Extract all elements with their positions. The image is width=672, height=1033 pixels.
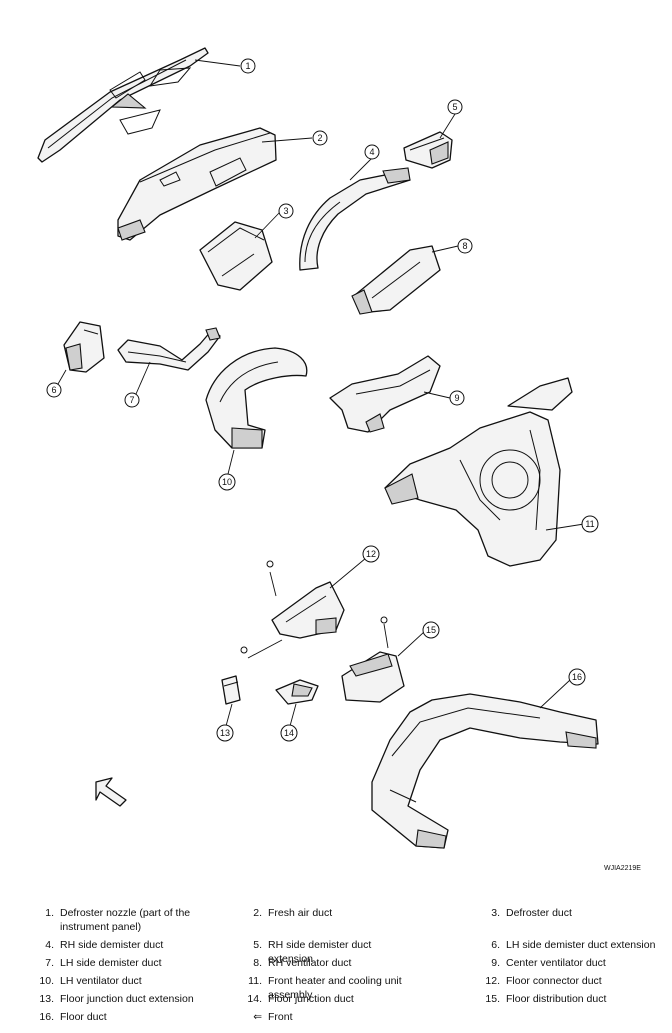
legend-text: RH side demister duct — [60, 939, 164, 951]
legend-number: 14. — [247, 993, 262, 1005]
legend-text: Floor junction duct — [268, 993, 354, 1005]
legend-number: 12. — [485, 975, 500, 987]
callout-label: 13 — [220, 728, 230, 738]
part-heater-cooling-unit — [384, 377, 573, 567]
callout-4: 4 — [364, 144, 380, 160]
legend-text: Defroster duct — [506, 907, 572, 919]
exploded-duct-diagram: 1 2 3 4 5 6 7 8 9 10 11 12 13 14 15 16 W… — [37, 47, 641, 872]
legend-number: 2. — [253, 907, 262, 919]
callout-label: 5 — [452, 102, 457, 112]
callout-14: 14 — [280, 724, 298, 742]
leader-lines — [57, 59, 585, 727]
front-arrow-icon — [95, 777, 127, 807]
part-floor-distribution-duct — [341, 616, 405, 703]
legend-text: Floor duct — [60, 1011, 107, 1023]
part-floor-junction-duct-extension — [221, 675, 241, 705]
legend-number: 5. — [253, 939, 262, 951]
figure-id-label: WJIA2219E — [604, 865, 641, 872]
callout-label: 7 — [129, 395, 134, 405]
legend-text: LH side demister duct — [60, 957, 162, 969]
part-rh-side-demister-duct — [299, 167, 411, 271]
legend-number: 7. — [45, 957, 54, 969]
legend-text: Floor connector duct — [506, 975, 602, 987]
callout-12: 12 — [362, 545, 380, 563]
callout-label: 12 — [366, 549, 376, 559]
legend-number: 11. — [248, 975, 262, 987]
part-lh-side-demister-duct — [117, 327, 221, 371]
legend-text: RH side demister duct extension — [268, 939, 372, 965]
legend-text: Front — [268, 1011, 293, 1023]
legend-text: Front heater and cooling unit assembly — [268, 975, 402, 1001]
legend-text: Floor junction duct extension — [60, 993, 194, 1005]
legend-number: ⇐ — [253, 1011, 262, 1023]
legend-text: RH ventilator duct — [268, 957, 352, 969]
part-lh-side-demister-duct-extension — [63, 321, 105, 373]
legend-number: 13. — [39, 993, 54, 1005]
callout-label: 3 — [283, 206, 288, 216]
callout-15: 15 — [422, 621, 440, 639]
legend-number: 1. — [45, 907, 54, 919]
legend-text: Fresh air duct — [268, 907, 333, 919]
part-defroster-duct — [199, 221, 273, 291]
callout-label: 6 — [51, 385, 56, 395]
callout-label: 4 — [369, 147, 374, 157]
legend-text: LH ventilator duct — [60, 975, 142, 987]
legend-text: Defroster nozzle (part of the — [60, 907, 191, 919]
legend-number: 4. — [45, 939, 54, 951]
callout-label: 14 — [284, 728, 294, 738]
legend-number: 10. — [39, 975, 54, 987]
callout-13: 13 — [216, 724, 234, 742]
legend-number: 15. — [485, 993, 500, 1005]
callout-8: 8 — [457, 238, 473, 254]
callout-6: 6 — [46, 382, 62, 398]
legend-text: Center ventilator duct — [506, 957, 606, 969]
part-rh-side-demister-duct-extension — [403, 131, 453, 169]
part-floor-connector-duct — [240, 560, 345, 659]
part-floor-junction-duct — [275, 679, 319, 705]
callout-9: 9 — [449, 390, 465, 406]
callout-11: 11 — [581, 515, 599, 533]
part-floor-duct — [371, 693, 599, 849]
legend-number: 9. — [491, 957, 500, 969]
callout-label: 9 — [454, 393, 459, 403]
callout-label: 11 — [585, 519, 594, 529]
part-fresh-air-duct — [117, 127, 277, 241]
legend-text: LH side demister duct extension — [506, 939, 656, 951]
diagram-canvas: 1 2 3 4 5 6 7 8 9 10 11 12 13 14 15 16 — [37, 47, 599, 849]
legend-number: 3. — [491, 907, 500, 919]
part-rh-ventilator-duct — [351, 245, 441, 315]
callout-label: 2 — [317, 133, 322, 143]
callout-10: 10 — [218, 473, 236, 491]
callout-1: 1 — [240, 58, 256, 74]
callout-5: 5 — [447, 99, 463, 115]
part-lh-ventilator-duct — [205, 347, 308, 449]
callout-label: 15 — [426, 625, 436, 635]
callout-label: 8 — [462, 241, 467, 251]
callout-label: 1 — [245, 61, 250, 71]
callout-7: 7 — [124, 392, 140, 408]
callout-16: 16 — [568, 668, 586, 686]
part-defroster-nozzle — [37, 47, 209, 163]
legend-text: Floor distribution duct — [506, 993, 607, 1005]
legend-text-continued: instrument panel) — [60, 921, 142, 933]
legend-number: 8. — [253, 957, 262, 969]
callout-2: 2 — [312, 130, 328, 146]
callout-label: 10 — [222, 477, 232, 487]
legend-number: 6. — [491, 939, 500, 951]
callout-3: 3 — [278, 203, 294, 219]
part-center-ventilator-duct — [329, 355, 441, 433]
legend-number: 16. — [39, 1011, 54, 1023]
callout-label: 16 — [572, 672, 582, 682]
